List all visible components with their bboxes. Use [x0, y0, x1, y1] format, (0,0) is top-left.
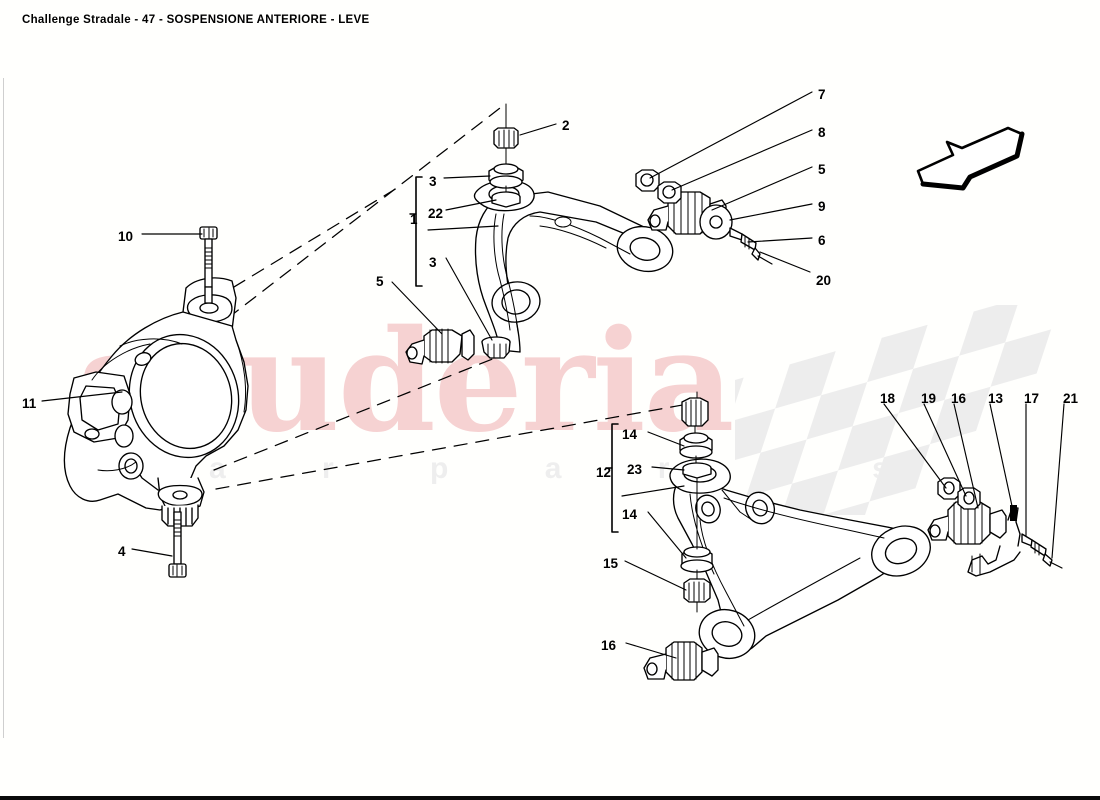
- callout-14-lower[interactable]: 14: [622, 507, 638, 522]
- spacer-22-shape: [491, 191, 521, 208]
- callout-11[interactable]: 11: [22, 396, 37, 411]
- callout-8[interactable]: 8: [818, 125, 826, 140]
- callout-20[interactable]: 20: [816, 273, 832, 288]
- callout-5-center[interactable]: 5: [376, 274, 384, 289]
- lower-right-cluster-shape: [927, 477, 1063, 577]
- page-title: Challenge Stradale - 47 - SOSPENSIONE AN…: [22, 14, 370, 26]
- nut-2-shape: [493, 127, 519, 149]
- dashed-leader-lower: [215, 403, 689, 490]
- callout-16-right[interactable]: 16: [951, 391, 967, 406]
- bushing-3-lower-shape: [481, 336, 511, 359]
- callout-19[interactable]: 19: [921, 391, 937, 406]
- group-bracket-12: [605, 423, 619, 533]
- steering-knuckle-shape: [63, 277, 249, 527]
- bushing-3-upper-shape: [488, 163, 524, 189]
- callout-10[interactable]: 10: [118, 229, 134, 244]
- callout-6[interactable]: 6: [818, 233, 826, 248]
- dashed-leader-upper2: [227, 107, 501, 319]
- callout-23[interactable]: 23: [627, 462, 643, 477]
- callout-4[interactable]: 4: [118, 544, 126, 559]
- callout-1[interactable]: 1: [410, 212, 418, 227]
- callout-17[interactable]: 17: [1024, 391, 1040, 406]
- callout-2[interactable]: 2: [562, 118, 570, 133]
- lower-stack-shape: [679, 391, 714, 613]
- ball-joint-16-lower-shape: [643, 641, 719, 681]
- group-bracket-1: [409, 176, 423, 287]
- callout-12[interactable]: 12: [596, 465, 612, 480]
- ball-joint-5-shape: [405, 328, 475, 365]
- callout-3-upper[interactable]: 3: [429, 174, 437, 189]
- direction-arrow-shape: [916, 126, 1025, 191]
- page-frame-left: [3, 78, 4, 738]
- callout-22[interactable]: 22: [428, 206, 444, 221]
- callout-14-upper[interactable]: 14: [622, 427, 638, 442]
- callout-16-lower-left[interactable]: 16: [601, 638, 617, 653]
- callout-18[interactable]: 18: [880, 391, 896, 406]
- upper-joint-cluster-shape: [635, 169, 773, 265]
- bolt-10-shape: [199, 226, 218, 304]
- callout-21[interactable]: 21: [1063, 391, 1079, 406]
- dashed-leader-mid: [213, 355, 501, 471]
- callout-5-upper[interactable]: 5: [818, 162, 826, 177]
- callout-7[interactable]: 7: [818, 87, 826, 102]
- callout-15[interactable]: 15: [603, 556, 619, 571]
- bolt-4-shape: [168, 511, 187, 578]
- callout-3-lower[interactable]: 3: [429, 255, 437, 270]
- leader-lines: [41, 91, 1065, 659]
- page-frame-bottom: [0, 796, 1100, 800]
- callout-9[interactable]: 9: [818, 199, 826, 214]
- dashed-leader-upper: [195, 184, 403, 311]
- callout-13[interactable]: 13: [988, 391, 1004, 406]
